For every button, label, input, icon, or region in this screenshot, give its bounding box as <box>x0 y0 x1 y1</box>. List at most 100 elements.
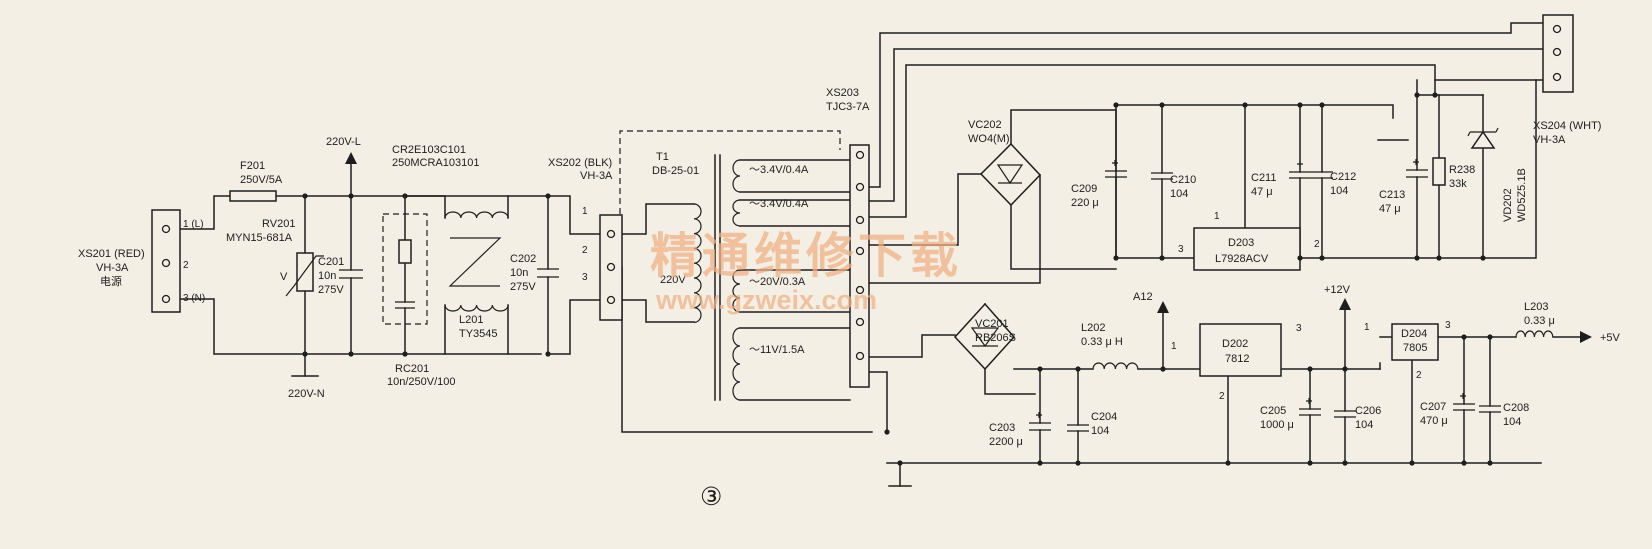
watermark-url: www.gzweix.com <box>655 285 877 315</box>
label-d204-pin: 2 <box>1416 370 1422 381</box>
label-xs201: 电源 <box>100 274 122 288</box>
resistor-r238 <box>1432 157 1446 186</box>
label-5v: +5V <box>1600 332 1621 344</box>
label-vc201: RB206S <box>975 332 1016 344</box>
transformer-t1-winding <box>732 269 741 313</box>
label-xs202-pin: 1 <box>582 206 588 217</box>
label-xs201-pin: 2 <box>183 260 189 271</box>
label-c208: 104 <box>1503 416 1521 428</box>
label-d204-pin: 3 <box>1445 320 1451 331</box>
label-c209: C209 <box>1071 183 1097 195</box>
label-l203: L203 <box>1524 301 1548 313</box>
label-l201: TY3545 <box>459 328 498 340</box>
label-l201: L201 <box>459 314 483 326</box>
label-winding: ～3.4V/0.4A <box>749 198 809 210</box>
watermark-text: 精通维修下载 <box>650 230 962 283</box>
label-c211: 47 μ <box>1251 186 1273 198</box>
junctions <box>302 92 1493 466</box>
label-xs202: VH-3A <box>580 170 613 182</box>
label-xs202-pin: 2 <box>582 245 588 256</box>
capacitor-c203 <box>1029 422 1051 431</box>
label-c206: C206 <box>1355 405 1381 417</box>
label-vc202: VC202 <box>968 119 1002 131</box>
label-vd202: WD5Z5.1B <box>1516 168 1528 222</box>
bridge-vc202 <box>979 142 1042 207</box>
label-c210: C210 <box>1170 174 1196 186</box>
label-c212: 104 <box>1330 185 1348 197</box>
xs201-pin <box>161 224 171 234</box>
capacitor-c208 <box>1479 405 1501 413</box>
label-12v: +12V <box>1324 284 1351 296</box>
label-c205: C205 <box>1260 405 1286 417</box>
label-xs204: XS204 (WHT) <box>1533 120 1601 132</box>
label-l202: 0.33 μ H <box>1081 336 1123 348</box>
label-xs201: VH-3A <box>96 262 129 274</box>
label-xs203: XS203 <box>826 87 859 99</box>
label-xs202: XS202 (BLK) <box>548 157 612 169</box>
label-c205: 1000 μ <box>1260 419 1294 431</box>
label-c213: C213 <box>1379 189 1405 201</box>
capacitor-c202 <box>537 268 559 278</box>
rc201-snubber <box>382 213 428 325</box>
label-c204: C204 <box>1091 411 1117 423</box>
capacitor-c210 <box>1151 172 1173 180</box>
label-d204-part: 7805 <box>1403 342 1427 354</box>
label-d204-pin: 1 <box>1364 322 1370 333</box>
label-d204: D204 <box>1401 328 1427 340</box>
supply-arrow-12v <box>1339 298 1351 310</box>
label-220v-l: 220V-L <box>326 136 361 148</box>
label-t1: T1 <box>656 151 669 163</box>
label-d202-pin: 1 <box>1171 341 1177 352</box>
label-c202: 275V <box>510 281 536 293</box>
label-c209: 220 μ <box>1071 197 1099 209</box>
label-d202-part: 7812 <box>1225 353 1249 365</box>
bridge-vc201 <box>953 302 1016 371</box>
transformer-t1-primary <box>693 203 702 323</box>
transformer-t1-winding <box>732 327 741 401</box>
label-c201: 10n <box>318 270 336 282</box>
label-t1: DB-25-01 <box>652 165 699 177</box>
capacitor-c213 <box>1406 169 1428 178</box>
label-r238: R238 <box>1449 164 1475 176</box>
transformer-t1-winding <box>732 199 741 227</box>
label-c213: 47 μ <box>1379 203 1401 215</box>
figure-number: ③ <box>700 483 722 511</box>
label-d203-pin: 3 <box>1178 244 1184 255</box>
xs201-pin <box>161 258 171 268</box>
label-r238: 33k <box>1449 178 1467 190</box>
label-rv201: RV201 <box>262 218 295 230</box>
capacitor-c206 <box>1334 410 1356 418</box>
label-rc201: 10n/250V/100 <box>387 376 456 388</box>
capacitor-c212 <box>1311 171 1333 179</box>
xs203-pins <box>855 150 865 361</box>
label-c212: C212 <box>1330 171 1356 183</box>
transformer-t1-winding <box>732 159 741 193</box>
label-f201: F201 <box>240 160 265 172</box>
label-xs201-pin: 3 (N) <box>183 293 205 304</box>
xs201-pin <box>161 294 171 304</box>
label-c207: C207 <box>1420 401 1446 413</box>
xs202-pin <box>606 229 616 239</box>
label-c202: 10n <box>510 267 528 279</box>
label-c204: 104 <box>1091 425 1109 437</box>
label-l203: 0.33 μ <box>1524 315 1555 327</box>
wires <box>179 22 1581 487</box>
fuse-f201 <box>229 190 277 202</box>
capacitor-c209 <box>1105 170 1127 178</box>
label-c201: 275V <box>318 284 344 296</box>
choke-l201 <box>444 211 509 312</box>
zener-vd202 <box>1470 130 1496 149</box>
capacitor-c205 <box>1299 408 1321 416</box>
xs204-pin <box>1552 24 1562 34</box>
label-cr2: CR2E103C101 <box>392 144 466 156</box>
label-c203: C203 <box>989 422 1015 434</box>
label-rv201-v: V <box>280 271 288 283</box>
label-vc202: WO4(M) <box>968 133 1010 145</box>
label-c210: 104 <box>1170 188 1188 200</box>
label-l202: L202 <box>1081 322 1105 334</box>
label-220v-n: 220V-N <box>288 388 325 400</box>
label-winding: ～3.4V/0.4A <box>749 164 809 176</box>
xs204-pin <box>1552 47 1562 57</box>
label-winding: ～11V/1.5A <box>749 344 805 356</box>
label-c206: 104 <box>1355 419 1373 431</box>
